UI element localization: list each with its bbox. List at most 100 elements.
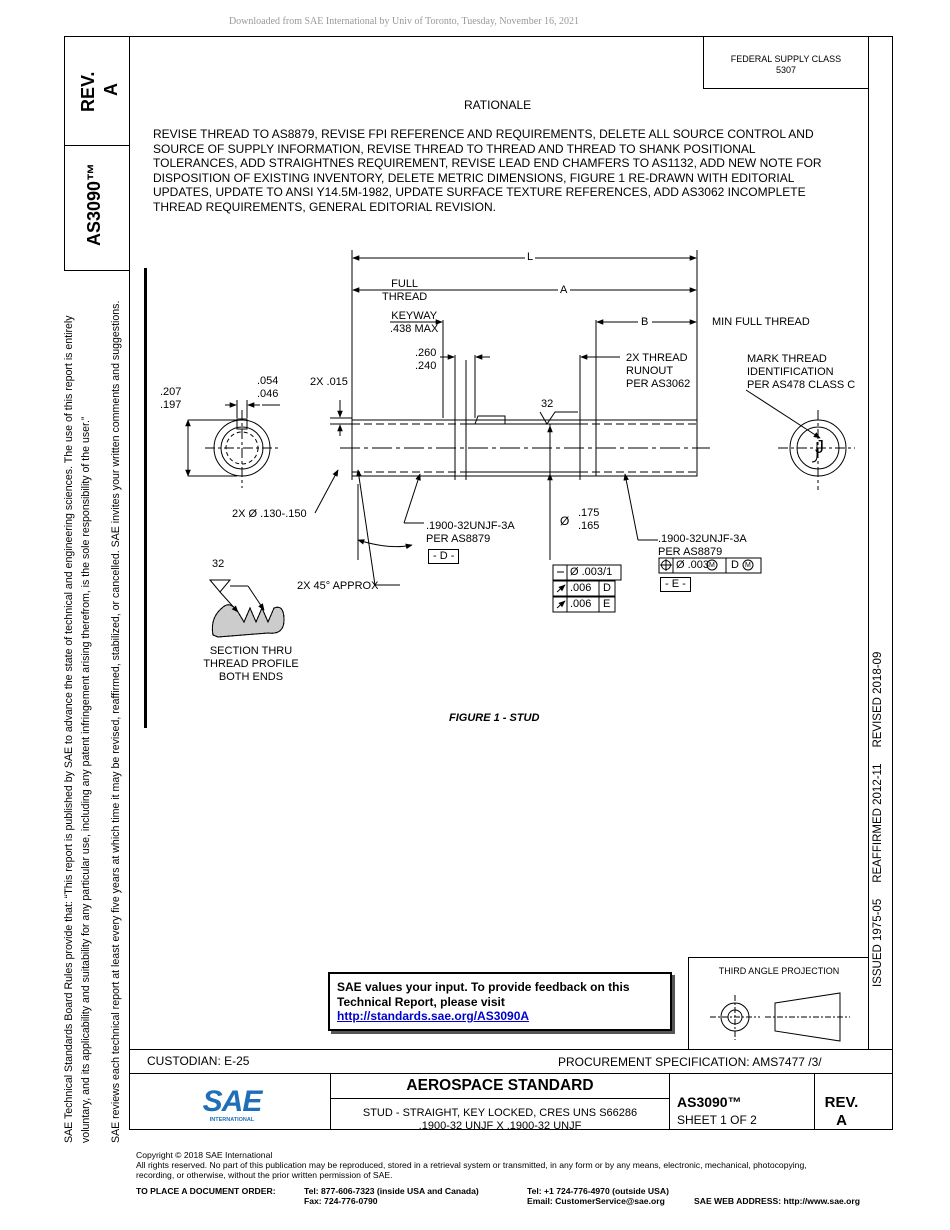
sae-logo-mark: SAE [202,1085,263,1118]
feedback-line-1: SAE values your input. To provide feedba… [337,980,630,994]
key-length-value: .260 [415,347,437,359]
projection-label: THIRD ANGLE PROJECTION [718,966,840,976]
datum-ref-d: D [731,559,739,571]
datum-e: - E - [660,577,691,592]
fcf-runout-2: .006 [570,598,592,610]
federal-supply-box: FEDERAL SUPPLY CLASS 5307 [703,36,868,89]
key-width-value: .046 [257,388,279,400]
thread-runout-line: PER AS3062 [626,378,691,390]
rationale-line: TOLERANCES, ADD STRAIGHTNES REQUIREMENT,… [153,156,822,171]
min-full-thread: MIN FULL THREAD [712,316,810,328]
title-rev-value: A [836,1112,847,1129]
download-header: Downloaded from SAE International by Uni… [228,16,580,27]
modifier-m: M [745,562,751,569]
sae-logo: SAE INTERNATIONAL [197,1085,267,1124]
email: Email: CustomerService@sae.org [527,1196,665,1206]
thread-callout-line: PER AS8879 [426,533,491,545]
fax: Fax: 724-776-0790 [304,1196,378,1206]
thread-id-mark: J [815,437,824,457]
thread-callout-line: .1900-32UNJF-3A [426,520,515,532]
end-diameter-value: .207 [160,386,182,398]
hole-callout: 2X Ø .130-.150 [232,508,307,520]
rights-line: All rights reserved. No part of this pub… [136,1160,807,1170]
rationale-line: THREAD REQUIREMENTS, GENERAL EDITORIAL R… [153,199,496,214]
mark-thread-line: IDENTIFICATION [747,366,834,378]
rights-line: recording, or otherwise, without the pri… [136,1170,393,1180]
section-note: SECTION THRU THREAD PROFILE BOTH ENDS [196,645,306,684]
modifier-m: M [709,562,715,569]
section-note-line: BOTH ENDS [218,671,284,683]
thread-runout-note: 2X THREAD RUNOUT PER AS3062 [626,352,690,391]
footer: Copyright © 2018 SAE International All r… [136,1150,807,1180]
order-label: TO PLACE A DOCUMENT ORDER: [136,1186,276,1196]
full-thread-line: THREAD [382,291,428,303]
mark-thread-line: MARK THREAD [747,353,827,365]
web-address: SAE WEB ADDRESS: http://www.sae.org [694,1196,860,1206]
aerospace-standard-heading: AEROSPACE STANDARD [406,1077,594,1094]
sae-logo-sub: INTERNATIONAL [209,1117,255,1123]
fcf-runout-1: .006 [570,582,592,594]
federal-supply-value: 5307 [775,65,797,75]
shank-dia-symbol: Ø [560,514,570,528]
end-diameter: .207 .197 [160,386,181,412]
thread-callout-left: .1900-32UNJF-3A PER AS8879 [426,520,515,546]
full-thread-line: FULL [391,278,419,290]
federal-supply-label: FEDERAL SUPPLY CLASS [730,54,842,64]
key-length-value: .240 [415,360,437,372]
title-description: STUD - STRAIGHT, KEY LOCKED, CRES UNS S6… [331,1107,669,1133]
section-note-line: SECTION THRU [209,645,293,657]
fcf-runout-1-datum: D [603,582,611,594]
profile-finish-value: 32 [212,558,225,570]
feedback-line-2: Technical Report, please visit [337,994,505,1009]
fcf-runout-2-datum: E [603,598,611,610]
shank-diameter-value: .175 [578,507,600,519]
feedback-link[interactable]: http://standards.sae.org/AS3090A [337,1009,530,1023]
title-rev-label: REV. [824,1094,859,1111]
sheet-number: SHEET 1 OF 2 [677,1113,757,1127]
rationale-line: SOURCE OF SUPPLY INFORMATION, REVISE THR… [153,141,756,156]
figure-caption: FIGURE 1 - STUD [449,712,540,724]
rationale-line: UPDATES, UPDATE TO ANSI Y14.5M-1982, UPD… [153,185,806,200]
change-bar [144,268,147,728]
feedback-box: SAE values your input. To provide feedba… [328,972,672,1031]
end-diameter-value: .197 [160,399,182,411]
position-tolerance: Ø .003 [676,559,710,571]
dim-l: L [527,251,534,263]
title-desc-line: .1900-32 UNJF X .1900-32 UNJF [418,1120,582,1132]
thread-runout-line: 2X THREAD [626,352,688,364]
keyway-line: .438 MAX [390,323,439,335]
thread-callout-line: .1900-32UNJF-3A [658,533,747,545]
key-width: .054 .046 [257,375,278,401]
keyway-line: KEYWAY [391,310,438,322]
section-note-line: THREAD PROFILE [203,658,299,670]
key-length: .260 .240 [415,347,436,373]
shank-diameter-value: .165 [578,520,600,532]
rationale-text: REVISE THREAD TO AS8879, REVISE FPI REFE… [153,127,822,215]
fcf-straightness: Ø .003/1 [570,566,613,578]
title-desc-line: STUD - STRAIGHT, KEY LOCKED, CRES UNS S6… [362,1107,638,1119]
tel-us: Tel: 877-606-7323 (inside USA and Canada… [304,1186,479,1196]
mark-thread-note: MARK THREAD IDENTIFICATION PER AS478 CLA… [747,353,855,392]
keyway-label: KEYWAY .438 MAX [390,310,438,336]
shank-diameter: .175 .165 [578,507,599,533]
tel-intl: Tel: +1 724-776-4970 (outside USA) [527,1186,669,1196]
rationale-line: REVISE THREAD TO AS8879, REVISE FPI REFE… [153,127,814,141]
dim-b: B [641,316,649,328]
thread-callout-line: PER AS8879 [658,546,723,558]
thread-runout-line: RUNOUT [626,365,674,377]
key-width-value: .054 [257,375,279,387]
rationale-line: DISPOSITION OF EXISTING INVENTORY, DELET… [153,170,795,185]
projection-box: THIRD ANGLE PROJECTION [688,957,869,1050]
issue-dates: ISSUED 1975-05 REAFFIRMED 2012-11 REVISE… [872,651,884,987]
rationale-heading: RATIONALE [464,98,532,112]
chamfer-angle: 2X 45° APPROX [297,580,379,592]
datum-d: - D - [428,549,460,564]
procurement-spec: PROCUREMENT SPECIFICATION: AMS7477 /3/ [558,1055,822,1069]
mark-thread-line: PER AS478 CLASS C [747,379,856,391]
custodian: CUSTODIAN: E-25 [147,1054,250,1068]
thread-callout-right: .1900-32UNJF-3A PER AS8879 [658,533,747,559]
copyright: Copyright © 2018 SAE International [136,1150,273,1160]
surface-finish-value: 32 [541,398,554,410]
title-doc-number: AS3090™ [677,1094,742,1110]
